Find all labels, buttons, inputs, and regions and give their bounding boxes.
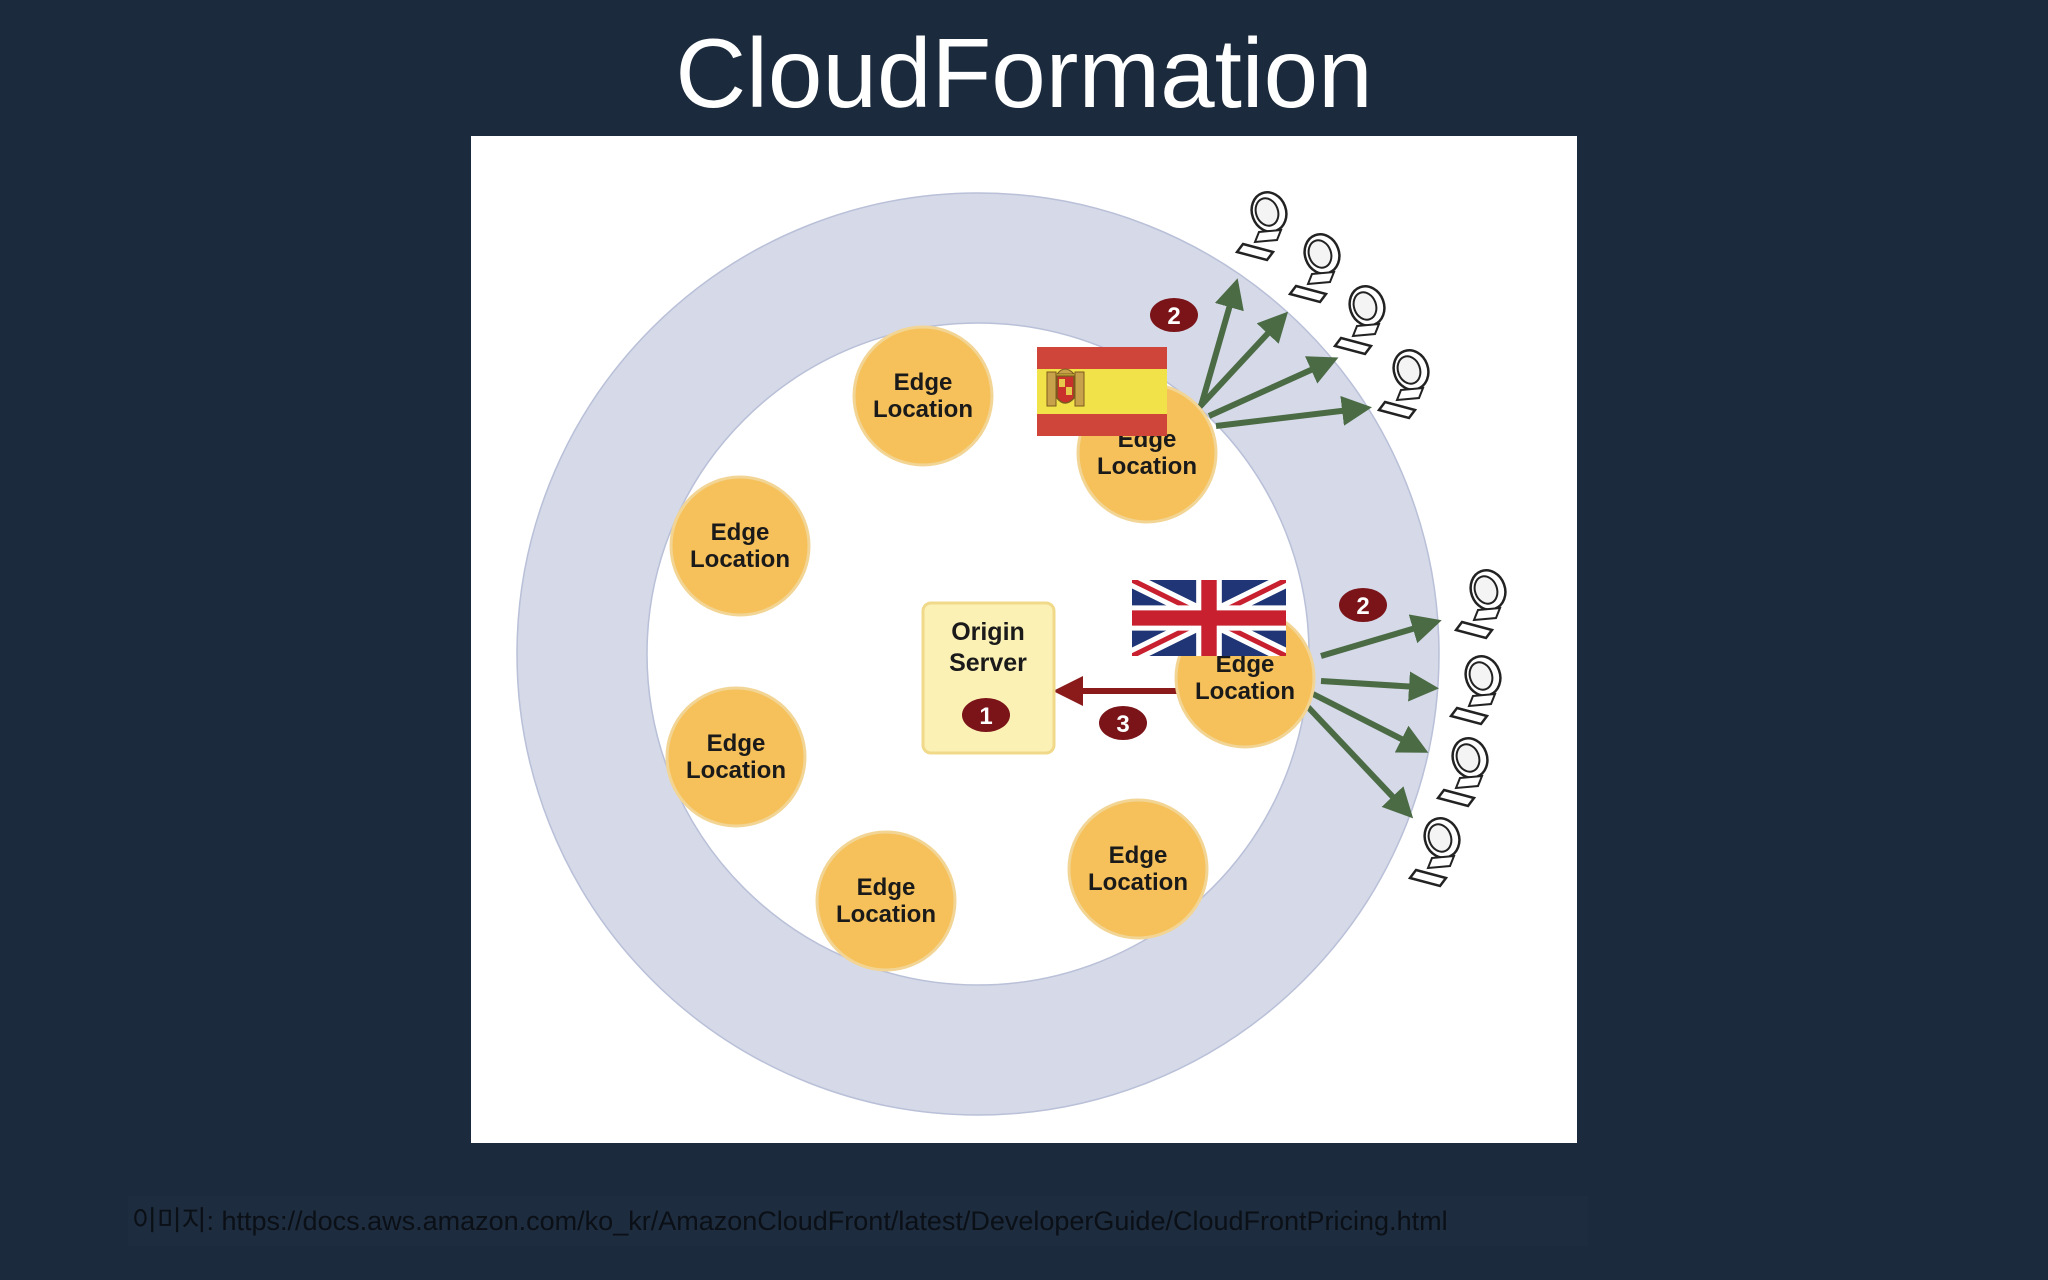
svg-text:Location: Location xyxy=(690,546,790,573)
delivery-arrows-right xyxy=(1304,614,1442,819)
computer-icon xyxy=(1436,732,1495,808)
computer-icon xyxy=(1408,812,1467,888)
step-badge-3: 3 xyxy=(1116,711,1129,738)
edge-location-6: Edge Location xyxy=(815,830,957,972)
svg-text:Edge: Edge xyxy=(1109,842,1168,869)
delivery-arrows-top xyxy=(1190,278,1372,429)
svg-text:Edge: Edge xyxy=(857,874,916,901)
slide-title: CloudFormation xyxy=(675,18,1373,128)
step-badge-fetch: 3 xyxy=(1099,706,1147,740)
svg-text:Edge: Edge xyxy=(894,369,953,396)
caption-background xyxy=(128,1196,1588,1246)
svg-text:Location: Location xyxy=(1195,678,1295,705)
step-badge-2-right: 2 xyxy=(1356,593,1369,620)
origin-label-line2: Server xyxy=(949,649,1027,677)
spain-flag-icon xyxy=(1037,347,1167,436)
svg-text:Location: Location xyxy=(686,757,786,784)
svg-text:Location: Location xyxy=(1088,869,1188,896)
diagram-canvas: Origin Server 1 2 2 3 Edge Location Edge… xyxy=(516,186,1513,1116)
computer-icon xyxy=(1377,344,1436,420)
computer-icon xyxy=(1235,186,1294,262)
edge-location-3: Edge Location xyxy=(669,475,811,617)
cloudfront-diagram: Origin Server 1 2 2 3 Edge Location Edge… xyxy=(471,136,1577,1143)
step-badge-top: 2 xyxy=(1150,298,1198,332)
edge-location-7: Edge Location xyxy=(1067,798,1209,940)
computer-icon xyxy=(1333,280,1392,356)
origin-label-line1: Origin xyxy=(951,618,1025,646)
edge-location-1: Edge Location xyxy=(852,325,994,467)
svg-text:Location: Location xyxy=(1097,453,1197,480)
network-ring xyxy=(517,193,1439,1115)
uk-flag-icon xyxy=(1132,580,1286,656)
computer-icon xyxy=(1449,650,1508,726)
svg-text:Edge: Edge xyxy=(711,519,770,546)
step-badge-2-top: 2 xyxy=(1167,303,1180,330)
computer-icon xyxy=(1288,228,1347,304)
origin-server: Origin Server 1 xyxy=(921,601,1056,755)
computer-icon xyxy=(1454,564,1513,640)
step-badge-1: 1 xyxy=(979,703,992,730)
edge-location-5: Edge Location xyxy=(665,686,807,828)
svg-text:Location: Location xyxy=(873,396,973,423)
step-badge-right: 2 xyxy=(1339,588,1387,622)
image-source-caption: 이미지: https://docs.aws.amazon.com/ko_kr/A… xyxy=(132,1206,1448,1236)
svg-text:Edge: Edge xyxy=(707,730,766,757)
svg-text:Location: Location xyxy=(836,901,936,928)
